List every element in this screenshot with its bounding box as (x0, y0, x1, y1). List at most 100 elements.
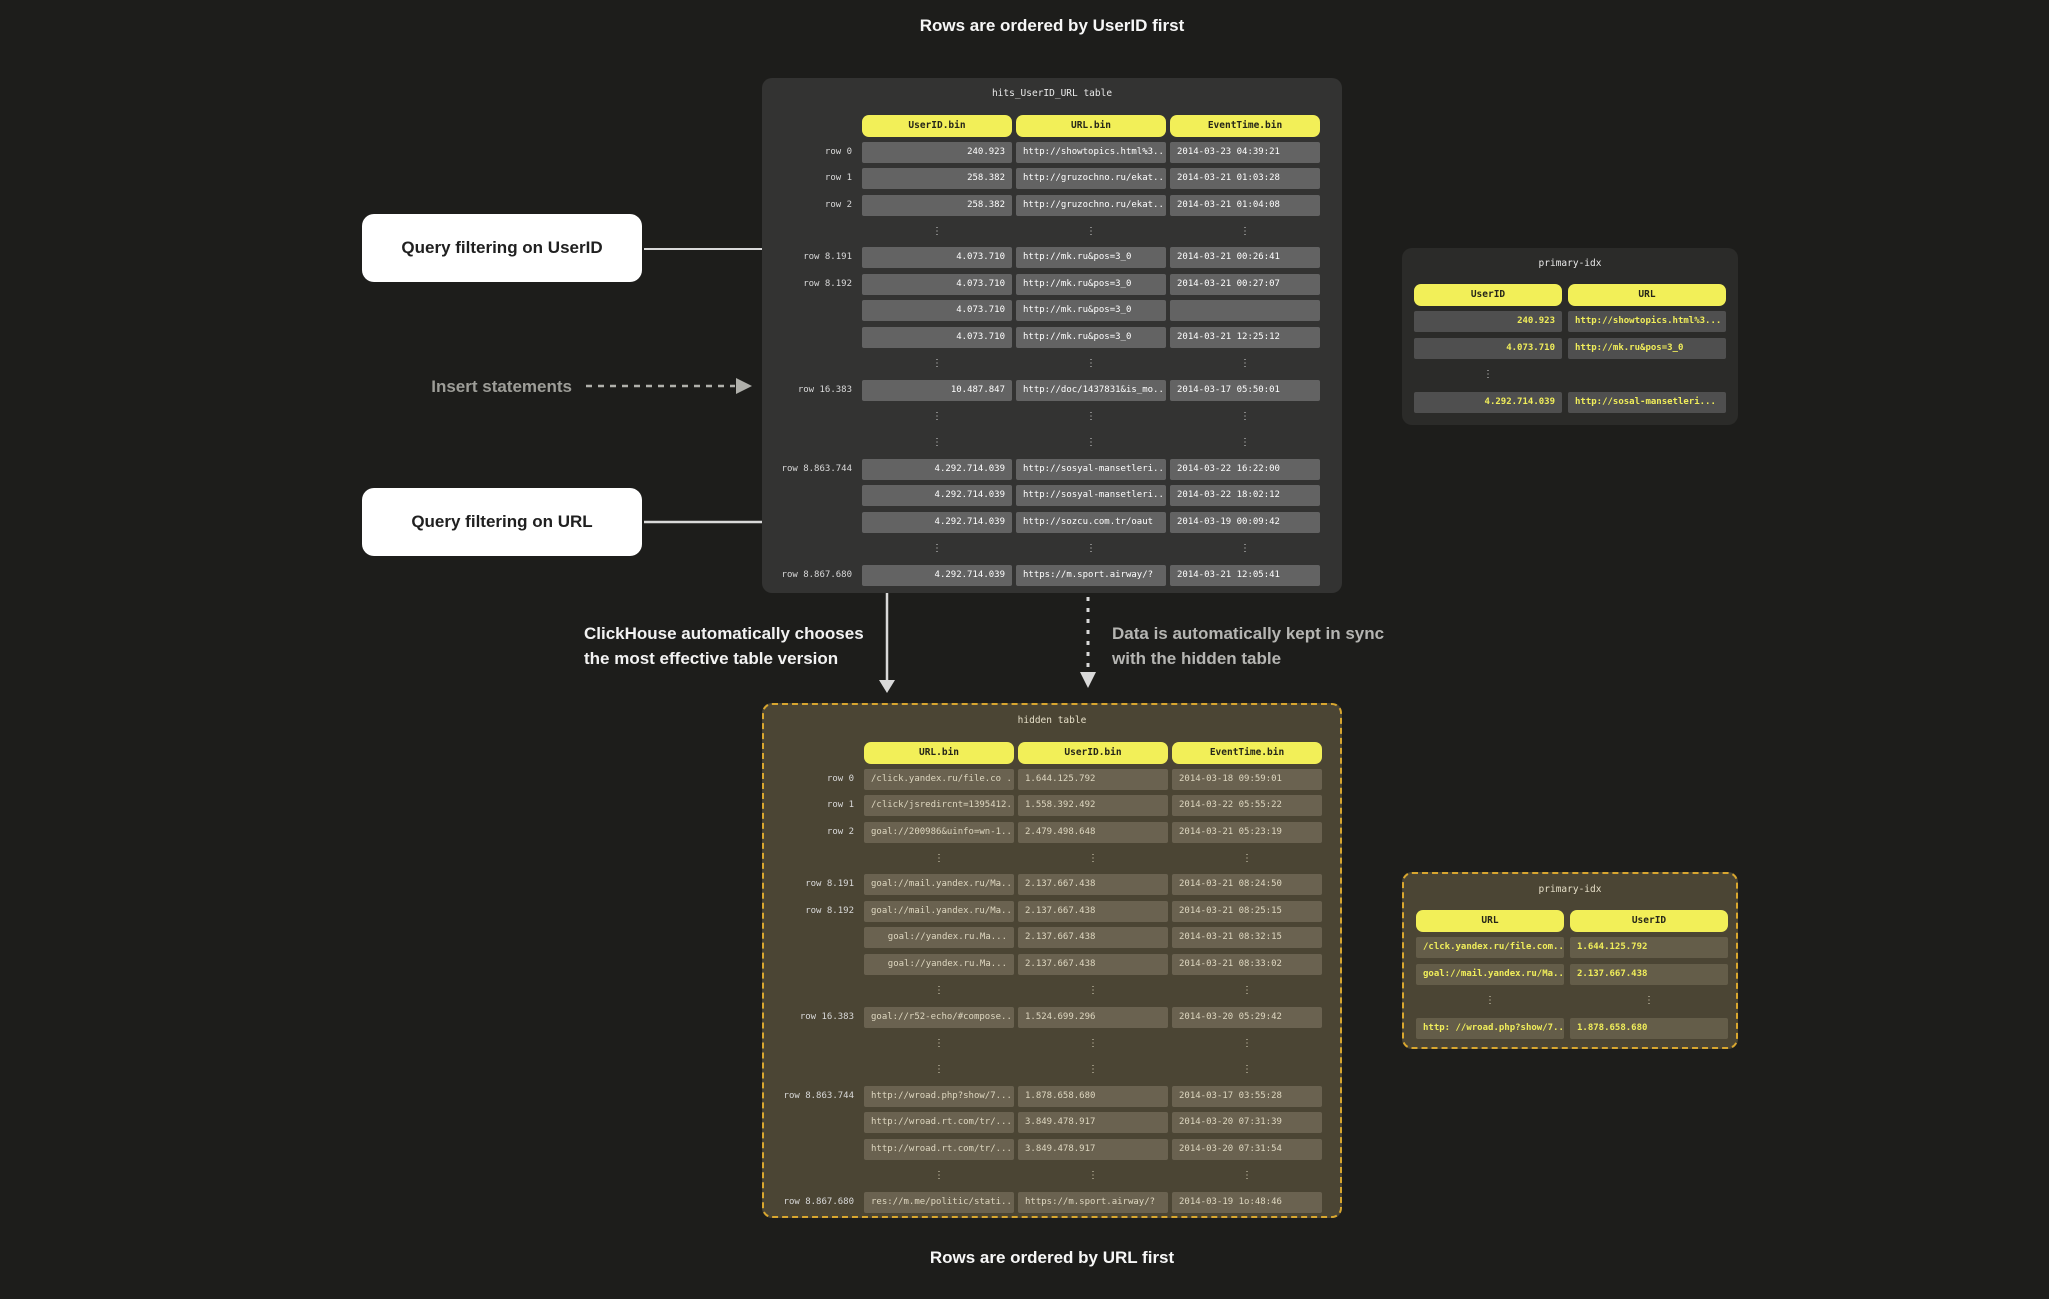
table-cell: 240.923 (862, 141, 1012, 163)
table-cell: http://mk.ru&pos=3_0 (1016, 300, 1166, 322)
table-cell: 4.292.714.039 (862, 485, 1012, 507)
ellipsis: ⋮ (1088, 984, 1098, 996)
arrow-down-icon (879, 680, 895, 693)
table-cell: 3.849.478.917 (1018, 1112, 1168, 1134)
ellipsis: ⋮ (1242, 1064, 1252, 1076)
table-cell: 2014-03-22 18:02:12 (1170, 485, 1320, 507)
column-header: UserID.bin (862, 114, 1012, 137)
row-label: row 1 (826, 800, 854, 811)
table-cell: 2014-03-21 08:25:15 (1172, 900, 1322, 922)
row-label: row 0 (824, 146, 852, 157)
arrow-right-icon (736, 378, 752, 394)
table-cell: /clck.yandex.ru/file.com... (1416, 936, 1564, 958)
table-cell: http://gruzochno.ru/ekat... (1016, 194, 1166, 216)
primary-idx-bottom-title: primary-idx (1538, 884, 1602, 895)
table-cell: http://wroad.rt.com/tr/... (864, 1138, 1014, 1160)
column-header: URL.bin (864, 741, 1014, 764)
table-cell: 2014-03-21 05:23:19 (1172, 821, 1322, 843)
table-cell: http://mk.ru&pos=3_0 (1016, 247, 1166, 269)
column-header: EventTime.bin (1172, 741, 1322, 764)
table-cell: 258.382 (862, 168, 1012, 190)
table-cell: goal://mail.yandex.ru/Ma... (864, 900, 1014, 922)
ellipsis: ⋮ (1086, 542, 1096, 554)
table-cell: goal://yandex.ru.Ma... (864, 953, 1014, 975)
ellipsis: ⋮ (1088, 1169, 1098, 1181)
table-cell: 1.524.699.296 (1018, 1006, 1168, 1028)
table-row: ⋮⋮⋮ (774, 218, 1332, 244)
column-header: UserID.bin (1018, 741, 1168, 764)
table-cell: 2.137.667.438 (1570, 963, 1728, 985)
table-cell: 10.487.847 (862, 379, 1012, 401)
table-cell: 1.558.392.492 (1018, 795, 1168, 817)
auto-choose-line1: ClickHouse automatically chooses (584, 624, 864, 643)
table-row: row 0/click.yandex.ru/file.co ...1.644.1… (776, 766, 1330, 792)
ellipsis: ⋮ (932, 542, 942, 554)
ellipsis: ⋮ (1088, 1037, 1098, 1049)
row-label: row 1 (824, 173, 852, 184)
table-cell: http://sosyal-mansetleri... (1016, 485, 1166, 507)
ellipsis: ⋮ (1242, 1169, 1252, 1181)
column-header: UserID (1414, 284, 1562, 306)
table-cell: http://showtopics.html%3... (1568, 310, 1726, 332)
ellipsis: ⋮ (1240, 225, 1250, 237)
table-cell: 2014-03-18 09:59:01 (1172, 768, 1322, 790)
table-cell: http://wroad.php?show/7... (864, 1085, 1014, 1107)
table-cell: 2014-03-21 01:03:28 (1170, 168, 1320, 190)
ellipsis: ⋮ (1086, 225, 1096, 237)
table-cell: 2014-03-19 00:09:42 (1170, 511, 1320, 533)
ellipsis: ⋮ (1242, 852, 1252, 864)
table-row: http: //wroad.php?show/7...1.878.658.680 (1416, 1015, 1728, 1042)
table-cell: 2014-03-19 1o:48:46 (1172, 1191, 1322, 1213)
table-cell: 1.878.658.680 (1570, 1017, 1728, 1039)
row-label: row 8.867.680 (781, 569, 852, 580)
sync-line2: with the hidden table (1112, 649, 1282, 668)
insert-statements-label: Insert statements (431, 377, 572, 396)
query-filtering-userid-box: Query filtering on UserID (362, 214, 642, 282)
table-row: ⋮ (1414, 362, 1726, 389)
table-cell: 4.073.710 (862, 273, 1012, 295)
table-cell: 258.382 (862, 194, 1012, 216)
sync-line1: Data is automatically kept in sync (1112, 624, 1385, 643)
row-label: row 2 (826, 826, 854, 837)
table-row: ⋮⋮⋮ (774, 430, 1332, 456)
ellipsis: ⋮ (1242, 984, 1252, 996)
table-cell: http://mk.ru&pos=3_0 (1016, 273, 1166, 295)
table-cell: 2014-03-21 00:27:07 (1170, 273, 1320, 295)
row-label: row 8.191 (805, 879, 854, 890)
table-row: /clck.yandex.ru/file.com... 1.644.125.792 (1416, 934, 1728, 961)
table-cell: 4.292.714.039 (862, 511, 1012, 533)
table-cell: http://mk.ru&pos=3_0 (1568, 337, 1726, 359)
table-cell: /click/jsredircnt=1395412... (864, 795, 1014, 817)
ellipsis: ⋮ (934, 852, 944, 864)
table-cell: 4.073.710 (862, 326, 1012, 348)
table-cell: 2014-03-20 07:31:54 (1172, 1138, 1322, 1160)
table-cell: 4.073.710 (1414, 337, 1562, 359)
sync-note: Data is automatically kept in sync with … (1112, 621, 1384, 671)
table-cell: res://m.me/politic/stati... (864, 1191, 1014, 1213)
ellipsis: ⋮ (1483, 369, 1493, 381)
table-row: ⋮⋮⋮ (774, 351, 1332, 377)
ellipsis: ⋮ (934, 1064, 944, 1076)
table-cell: 2014-03-22 16:22:00 (1170, 458, 1320, 480)
table-row: goal://mail.yandex.ru/Ma...2.137.667.438 (1416, 961, 1728, 988)
row-label: row 2 (824, 199, 852, 210)
table-cell: http://wroad.rt.com/tr/... (864, 1112, 1014, 1134)
table-cell: http://doc/1437831&is_mo... (1016, 379, 1166, 401)
auto-choose-line2: the most effective table version (584, 649, 839, 668)
table-cell: 1.644.125.792 (1570, 936, 1728, 958)
